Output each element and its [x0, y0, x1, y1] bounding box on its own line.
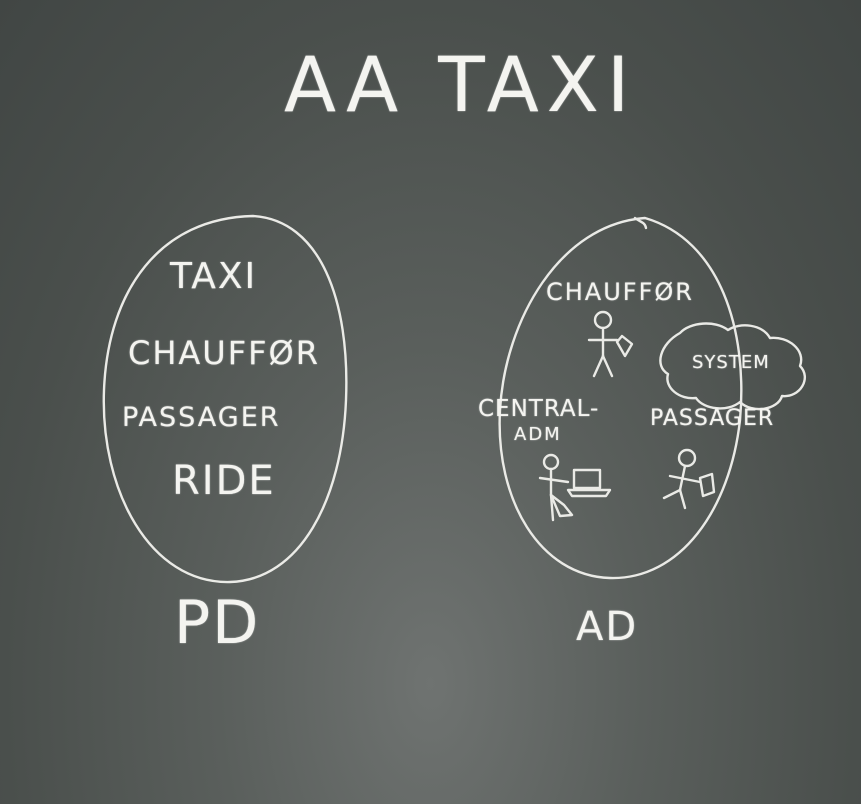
- pd-item-chauffor: CHAUFFØR: [128, 334, 320, 372]
- pd-item-taxi: TAXI: [170, 256, 258, 297]
- ad-ellipse: [498, 216, 743, 580]
- passager-actor-icon: [662, 448, 716, 510]
- ad-central-label-line1: CENTRAL-: [478, 396, 600, 422]
- ad-passager-label: PASSAGER: [650, 406, 775, 431]
- system-cloud: [659, 322, 806, 411]
- ad-chauffor-label: CHAUFFØR: [546, 278, 694, 306]
- pd-item-ride: RIDE: [172, 458, 276, 504]
- pd-ellipse: [102, 214, 348, 584]
- pd-label: PD: [174, 588, 261, 658]
- chauffor-actor-icon: [587, 310, 634, 378]
- board-title: AA TAXI: [284, 40, 638, 129]
- ad-label: AD: [576, 604, 639, 650]
- ad-system-label: SYSTEM: [692, 352, 770, 373]
- pd-item-passager: PASSAGER: [122, 402, 281, 433]
- central-adm-actor-icon: [538, 453, 612, 522]
- ad-central-label-line2: ADM: [514, 424, 562, 445]
